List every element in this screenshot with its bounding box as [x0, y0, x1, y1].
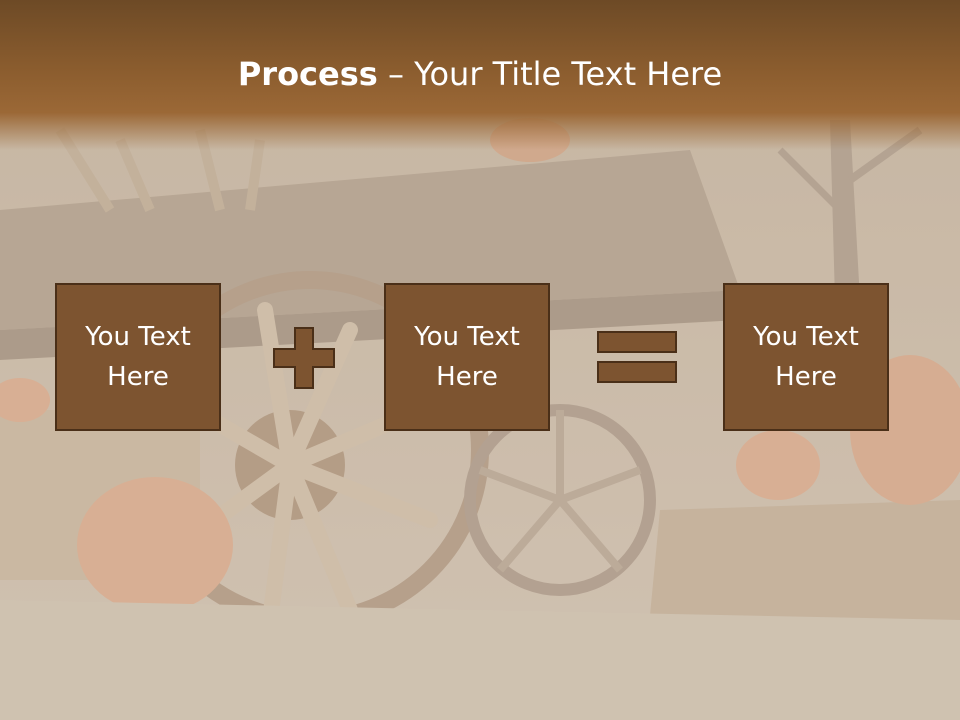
title-rest-text: Your Title Text Here — [414, 55, 723, 93]
process-box-2[interactable]: You Text Here — [384, 283, 550, 431]
title-bar — [0, 0, 960, 150]
process-box-line1: You Text — [414, 322, 520, 352]
process-box-line1: You Text — [85, 322, 191, 352]
slide-title[interactable]: Process – Your Title Text Here — [0, 52, 960, 96]
process-box-line1: You Text — [753, 322, 859, 352]
title-bold-text: Process — [237, 55, 378, 93]
process-box-text: You Text Here — [731, 317, 881, 397]
process-box-1[interactable]: You Text Here — [55, 283, 221, 431]
process-box-line2: Here — [436, 362, 498, 392]
process-box-text: You Text Here — [63, 317, 213, 397]
process-box-text: You Text Here — [392, 317, 542, 397]
process-box-line2: Here — [107, 362, 169, 392]
title-dash: – — [377, 55, 415, 93]
plus-icon — [273, 327, 335, 389]
process-box-line2: Here — [775, 362, 837, 392]
process-box-3[interactable]: You Text Here — [723, 283, 889, 431]
equals-icon — [597, 331, 677, 383]
